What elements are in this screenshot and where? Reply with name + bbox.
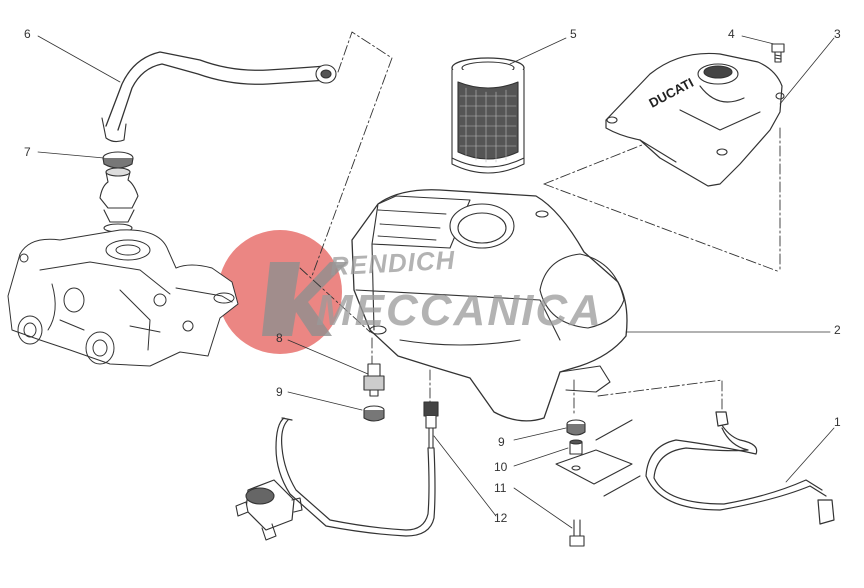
callout-4: 4 — [728, 27, 735, 41]
airbox — [351, 189, 628, 422]
engine-crankcase — [7, 229, 239, 367]
grommet-right — [566, 419, 586, 436]
callout-12: 12 — [494, 511, 508, 525]
drain-nipple — [363, 363, 385, 397]
grommet-left — [363, 405, 385, 422]
callout-9-left: 9 — [276, 385, 283, 399]
cover-screw — [771, 43, 785, 63]
breather-hose — [101, 51, 337, 143]
drain-hose — [275, 417, 436, 537]
callout-9-right: 9 — [498, 435, 505, 449]
callout-11: 11 — [494, 481, 507, 495]
watermark-line1: RENDICH — [329, 244, 457, 282]
callout-6: 6 — [24, 27, 31, 41]
vent-hose — [645, 411, 835, 525]
callout-leaders — [37, 35, 835, 529]
callout-1: 1 — [834, 415, 841, 429]
callout-2: 2 — [834, 323, 841, 337]
callout-10: 10 — [494, 460, 508, 474]
callout-3: 3 — [834, 27, 841, 41]
callout-8: 8 — [276, 331, 283, 345]
hose-clamp — [102, 151, 134, 169]
callout-7: 7 — [24, 145, 31, 159]
bracket-screw — [569, 519, 585, 547]
air-filter — [451, 57, 525, 174]
callout-5: 5 — [570, 27, 577, 41]
mounting-bracket — [555, 419, 641, 497]
hose-fitting — [423, 401, 439, 449]
airbox-cover: DUCATI — [605, 52, 785, 187]
breather-fitting — [99, 167, 139, 233]
watermark-line2: MECCANICA — [316, 286, 603, 335]
drain-valve — [235, 479, 303, 541]
watermark-k-shape — [262, 262, 348, 336]
spacer-bushing — [569, 439, 583, 455]
